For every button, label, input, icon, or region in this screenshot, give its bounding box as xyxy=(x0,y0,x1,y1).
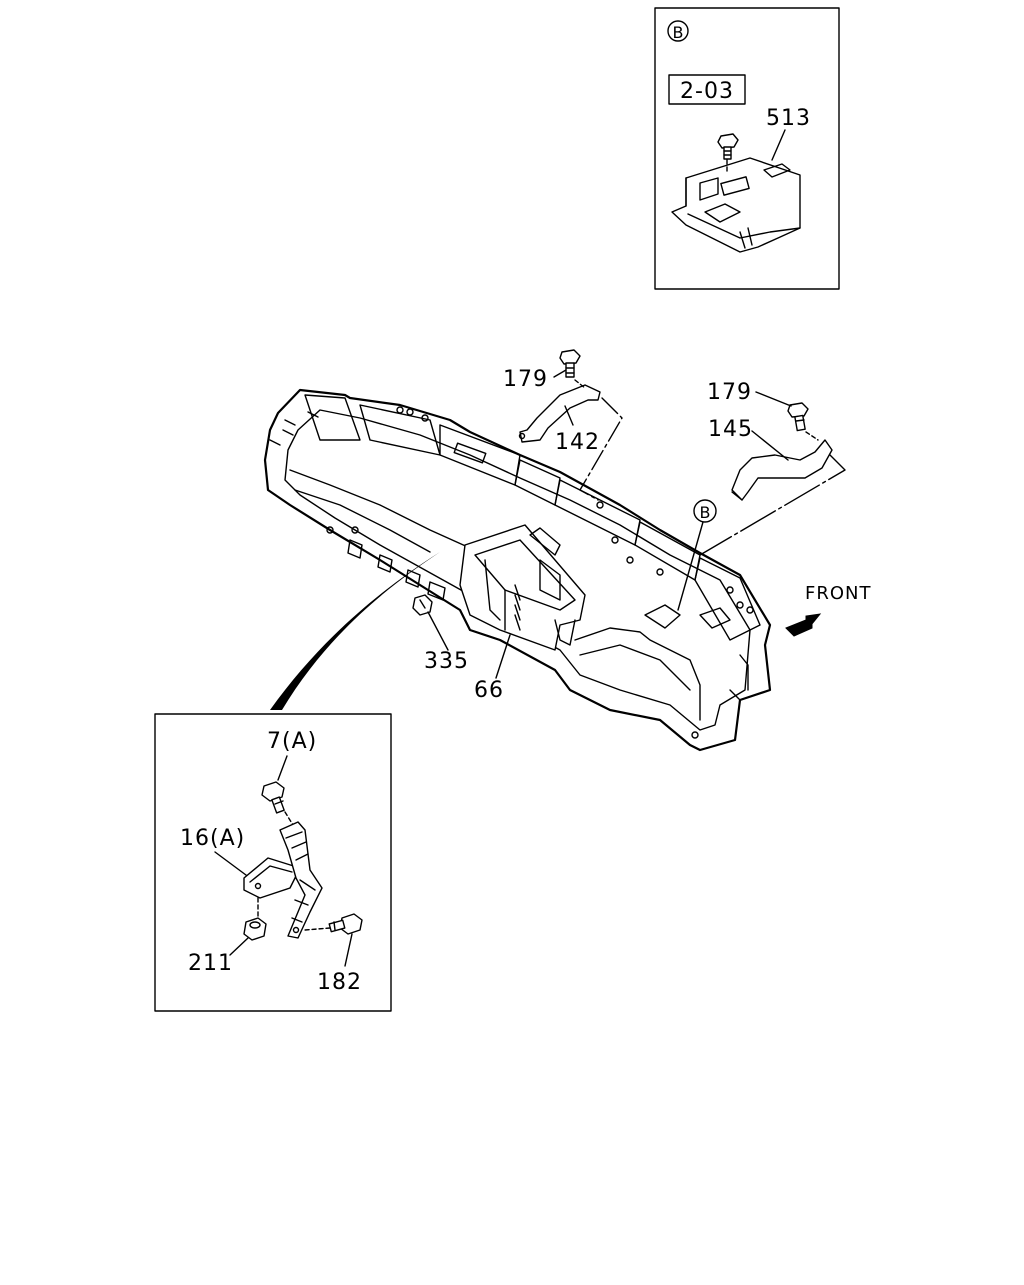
inset-b-frame xyxy=(654,7,840,290)
inset-a-frame xyxy=(154,713,392,1012)
leader-513 xyxy=(771,129,786,161)
screw-icon xyxy=(261,781,285,814)
label-182: 182 xyxy=(317,970,362,995)
front-label: FRONT xyxy=(805,583,872,604)
inset-b-marker-circle xyxy=(667,20,689,42)
label-211: 211 xyxy=(188,951,233,976)
inset-a: 7(A) 16(A) 211 xyxy=(154,713,392,1012)
label-7a: 7(A) xyxy=(267,729,317,754)
connector-sweep xyxy=(270,552,440,710)
label-145: 145 xyxy=(708,417,753,442)
ref-box xyxy=(668,74,746,105)
screw-icon xyxy=(717,133,739,160)
marker-b-circle xyxy=(693,499,717,523)
screw-icon xyxy=(559,349,581,378)
label-16a: 16(A) xyxy=(180,826,245,851)
label-66: 66 xyxy=(474,678,504,703)
bracket-145-drawing xyxy=(731,439,833,501)
label-142: 142 xyxy=(555,430,600,455)
screw-icon xyxy=(787,402,809,432)
hole-marks xyxy=(326,406,754,739)
inset-b-marker: B xyxy=(673,23,684,42)
label-513: 513 xyxy=(766,106,811,131)
label-179-left: 179 xyxy=(503,367,548,392)
ref-box-label: 2-03 xyxy=(680,79,734,104)
label-335: 335 xyxy=(424,649,469,674)
bracket-16a-drawing xyxy=(243,821,323,939)
cross-member-drawing xyxy=(263,388,772,752)
bracket-142-drawing xyxy=(518,384,601,443)
inset-b: B 2-03 513 xyxy=(654,7,840,290)
nut-icon xyxy=(243,917,267,941)
bracket-513-drawing xyxy=(671,157,801,253)
front-arrow-icon xyxy=(785,613,822,637)
screw-icon xyxy=(328,913,363,935)
marker-b: B xyxy=(700,503,711,522)
label-179-right: 179 xyxy=(707,380,752,405)
clip-335-drawing xyxy=(412,594,433,616)
center-support-drawing xyxy=(459,524,586,651)
